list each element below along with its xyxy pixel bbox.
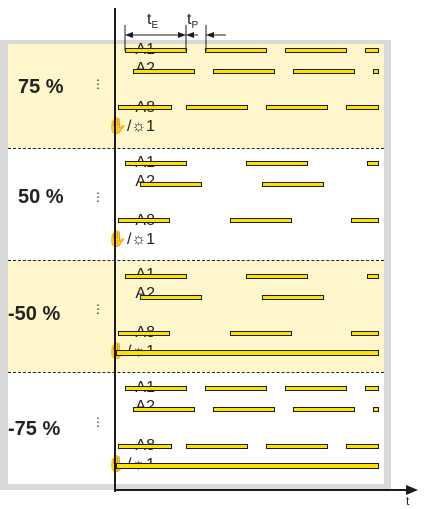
- te-label-t: t: [147, 11, 152, 28]
- timing-bar: [140, 182, 202, 187]
- ellipsis-vertical: ⋮: [92, 190, 104, 204]
- timing-bar: [346, 444, 379, 449]
- section-75-bg: [8, 44, 384, 148]
- timing-bar: [266, 444, 328, 449]
- percent-label-75: 75 %: [18, 76, 64, 98]
- timing-bar: [230, 331, 292, 336]
- timing-bar: [285, 48, 347, 53]
- te-label: tE: [147, 11, 158, 31]
- timing-bar: [351, 331, 379, 336]
- timing-bar: [351, 218, 379, 223]
- separator-3: [8, 372, 384, 373]
- row-label-hand-sun-number: 1: [146, 118, 155, 135]
- timing-bar: [293, 69, 355, 74]
- section-50-bg: [8, 148, 384, 260]
- percent-label-neg75: -75 %: [8, 418, 61, 440]
- ellipsis-vertical: ⋮: [92, 302, 104, 316]
- timing-bar: [118, 218, 170, 223]
- timing-bar: [230, 218, 292, 223]
- timing-bar: [125, 386, 187, 391]
- hand-sun-icon: ✋/☼: [107, 118, 147, 135]
- timing-bar: [262, 295, 324, 300]
- timing-bar-continuous: [116, 463, 379, 469]
- row-label-hand-sun-number: 1: [146, 231, 155, 248]
- hand-sun-icon: ✋/☼: [107, 231, 147, 248]
- timing-bar: [246, 161, 308, 166]
- tp-label-sub: P: [191, 20, 199, 32]
- timing-bar: [346, 105, 379, 110]
- row-label-hand-sun: ✋/☼1: [107, 119, 155, 135]
- timing-bar: [262, 182, 324, 187]
- ellipsis-vertical: ⋮: [92, 77, 104, 91]
- separator-1: [8, 148, 384, 149]
- timing-bar: [373, 69, 379, 74]
- te-label-sub: E: [151, 20, 159, 32]
- timing-bar: [213, 69, 275, 74]
- tp-label-t: t: [187, 11, 192, 28]
- separator-2: [8, 260, 384, 261]
- timing-bar: [125, 161, 187, 166]
- time-axis-label: t: [406, 494, 410, 508]
- timing-bar: [246, 274, 308, 279]
- row-label-hand-sun: ✋/☼1: [107, 232, 155, 248]
- timing-bar: [118, 331, 170, 336]
- percent-label-50: 50 %: [18, 186, 64, 208]
- timing-bar: [365, 48, 379, 53]
- timing-bar-continuous: [116, 350, 379, 356]
- timing-bar: [140, 295, 202, 300]
- timing-bar: [118, 105, 172, 110]
- timing-bar: [365, 386, 379, 391]
- percent-label-neg50: -50 %: [8, 303, 61, 325]
- ellipsis-vertical: ⋮: [92, 415, 104, 429]
- timing-bar: [118, 444, 172, 449]
- timing-bar: [205, 386, 267, 391]
- timing-bar: [186, 444, 248, 449]
- timing-bar: [125, 274, 187, 279]
- timing-bar: [373, 407, 379, 412]
- timing-bar: [133, 69, 195, 74]
- timing-bar: [186, 105, 248, 110]
- timing-bar: [293, 407, 355, 412]
- timing-bar: [367, 161, 379, 166]
- timing-bar: [213, 407, 275, 412]
- tp-label: tP: [187, 11, 198, 31]
- timing-bar: [266, 105, 328, 110]
- timing-bar: [367, 274, 379, 279]
- timing-bar: [285, 386, 347, 391]
- timing-bar: [133, 407, 195, 412]
